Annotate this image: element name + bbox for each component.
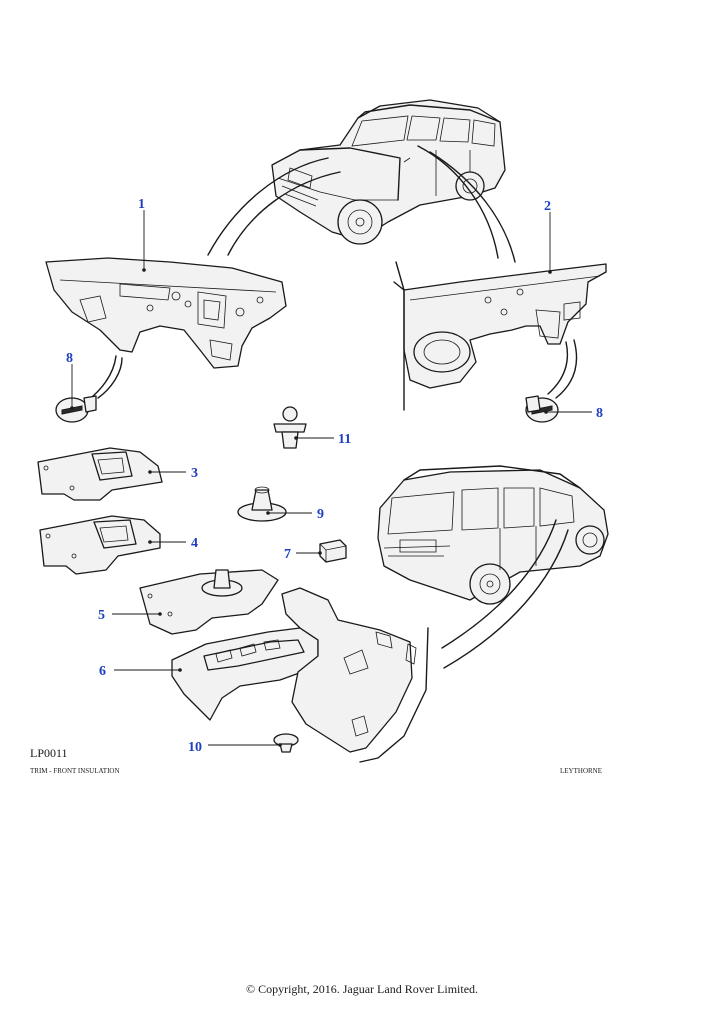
callout-11: 11 bbox=[338, 432, 351, 447]
view-leader-curve-1b bbox=[227, 171, 341, 256]
diagram-reference: LP0011 bbox=[30, 746, 68, 760]
callout-1: 1 bbox=[138, 197, 145, 212]
view-leader-curve-2b bbox=[429, 151, 516, 263]
fastener-clip-right bbox=[525, 339, 578, 423]
callout-10: 10 bbox=[188, 740, 202, 755]
callout-8-left: 8 bbox=[66, 351, 73, 366]
callout-8-right: 8 bbox=[596, 406, 603, 421]
foam-block bbox=[319, 539, 347, 563]
vehicle-rear-view bbox=[377, 465, 609, 605]
view-leader-curve-2a bbox=[417, 145, 499, 259]
bulkhead-insulation-panel-right bbox=[393, 261, 607, 411]
copyright-notice: © Copyright, 2016. Jaguar Land Rover Lim… bbox=[245, 982, 479, 996]
tunnel-insulation-5 bbox=[139, 569, 279, 635]
push-clip bbox=[273, 406, 307, 449]
callout-3: 3 bbox=[191, 466, 198, 481]
callout-2: 2 bbox=[544, 199, 551, 214]
dash-insulation-panel-left bbox=[45, 257, 287, 369]
callout-5: 5 bbox=[98, 608, 105, 623]
floor-insulation-6 bbox=[171, 587, 429, 763]
diagram-source-label: LEYTHORNE bbox=[560, 767, 602, 775]
callout-7: 7 bbox=[284, 547, 291, 562]
callout-6: 6 bbox=[99, 664, 106, 679]
callout-9: 9 bbox=[317, 507, 324, 522]
vehicle-front-view bbox=[271, 99, 506, 245]
view-leader-curve-1a bbox=[207, 157, 329, 256]
leader-lines bbox=[70, 210, 592, 747]
view-leader-curve-6b bbox=[443, 529, 569, 669]
view-leader-curve-6a bbox=[441, 519, 557, 649]
insulation-pad-4 bbox=[39, 515, 161, 575]
callout-4: 4 bbox=[191, 536, 198, 551]
diagram-caption: TRIM - FRONT INSULATION bbox=[30, 767, 120, 775]
floor-clip bbox=[273, 733, 299, 753]
gear-lever-gaiter bbox=[237, 486, 287, 522]
insulation-pad-3 bbox=[37, 447, 163, 501]
